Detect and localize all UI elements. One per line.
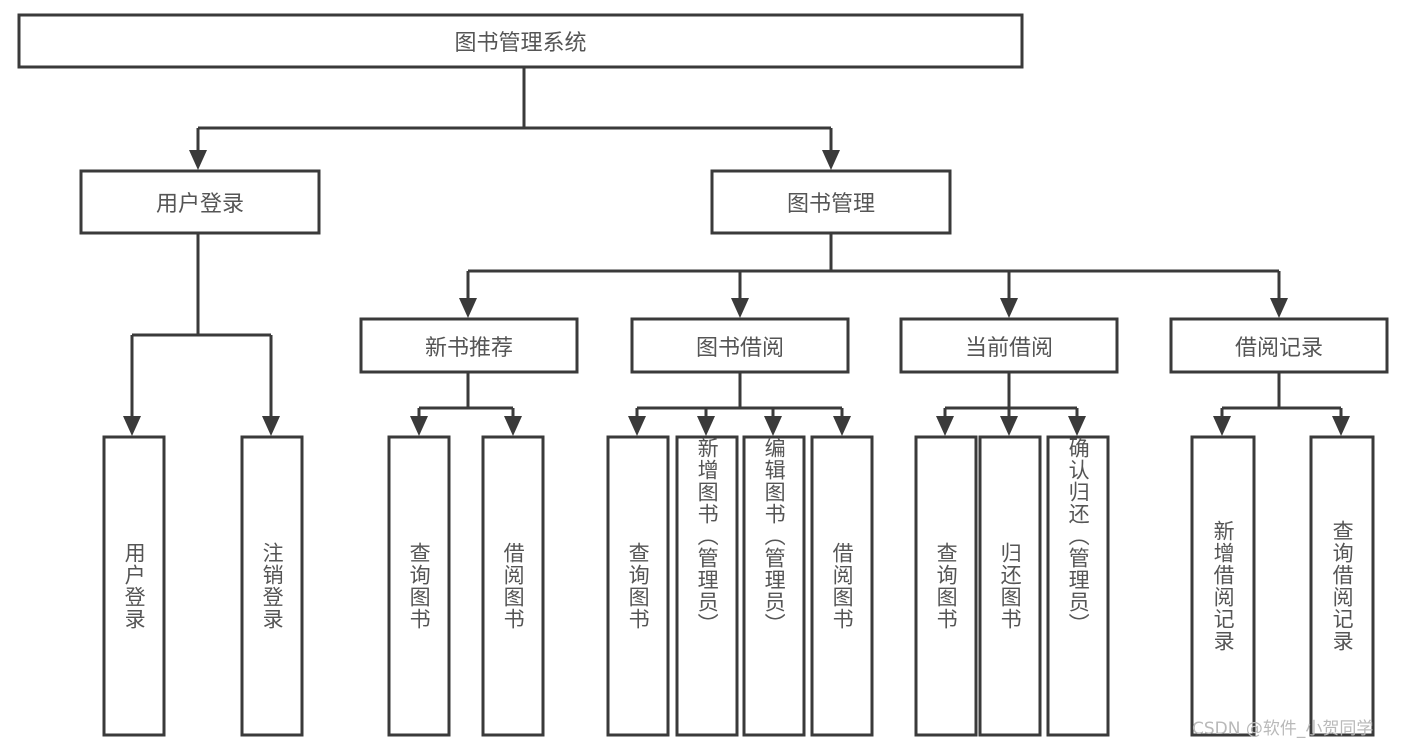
arrow-to-borrow-record: [1270, 298, 1288, 318]
leaf-box-cb-return-book[interactable]: [978, 435, 1042, 737]
leaf-box-br-query-record[interactable]: [1309, 435, 1375, 737]
leaf-box-bb-query-book[interactable]: [606, 435, 670, 737]
arrow-cb-leaf-1: [936, 416, 954, 436]
connector-book-borrow-to-leaves: [635, 372, 844, 418]
node-book-borrow-box[interactable]: [630, 317, 850, 374]
arrow-cb-leaf-3: [1068, 416, 1086, 436]
connector-root-to-level2: [196, 67, 833, 152]
arrow-to-book-manage: [822, 150, 840, 170]
node-root-box[interactable]: [17, 13, 1024, 69]
node-user-login-box[interactable]: [79, 169, 321, 235]
arrow-to-user-login: [189, 150, 207, 170]
arrow-nbr-leaf-2: [504, 416, 522, 436]
connector-current-borrow-to-leaves: [943, 372, 1079, 418]
node-borrow-record-box[interactable]: [1169, 317, 1389, 374]
arrow-to-book-borrow: [731, 298, 749, 318]
leaf-box-bb-edit-book[interactable]: [742, 435, 806, 737]
connector-new-book-recommend-to-leaves: [417, 372, 515, 418]
leaf-box-cb-confirm-return[interactable]: [1046, 435, 1110, 737]
connector-borrow-record-to-leaves: [1220, 372, 1343, 418]
csdn-watermark: CSDN @软件_小贺同学: [1192, 719, 1374, 739]
node-book-manage-box[interactable]: [710, 169, 952, 235]
arrow-to-leaf-user-login: [123, 416, 141, 436]
arrow-to-current-borrow: [1000, 298, 1018, 318]
arrow-cb-leaf-2: [1000, 416, 1018, 436]
leaf-box-nbr-query-book[interactable]: [387, 435, 451, 737]
arrow-to-leaf-logout: [262, 416, 280, 436]
arrow-bb-leaf-2: [697, 416, 715, 436]
arrow-nbr-leaf-1: [410, 416, 428, 436]
arrow-br-leaf-1: [1213, 416, 1231, 436]
node-current-borrow-box[interactable]: [899, 317, 1119, 374]
leaf-box-bb-add-book[interactable]: [675, 435, 739, 737]
arrow-bb-leaf-4: [833, 416, 851, 436]
leaf-box-br-add-record[interactable]: [1190, 435, 1256, 737]
connector-book-manage-to-level3: [466, 233, 1281, 300]
leaf-box-cb-query-book[interactable]: [914, 435, 978, 737]
arrow-to-new-book-recommend: [459, 298, 477, 318]
node-new-book-recommend-box[interactable]: [359, 317, 579, 374]
connector-user-login-to-leaves: [130, 233, 273, 418]
leaf-box-user-login[interactable]: [102, 435, 166, 737]
leaf-box-nbr-borrow-book[interactable]: [481, 435, 545, 737]
arrow-br-leaf-2: [1332, 416, 1350, 436]
arrow-bb-leaf-1: [628, 416, 646, 436]
leaf-box-logout[interactable]: [240, 435, 304, 737]
arrow-bb-leaf-3: [764, 416, 782, 436]
leaf-box-bb-borrow-book[interactable]: [810, 435, 874, 737]
